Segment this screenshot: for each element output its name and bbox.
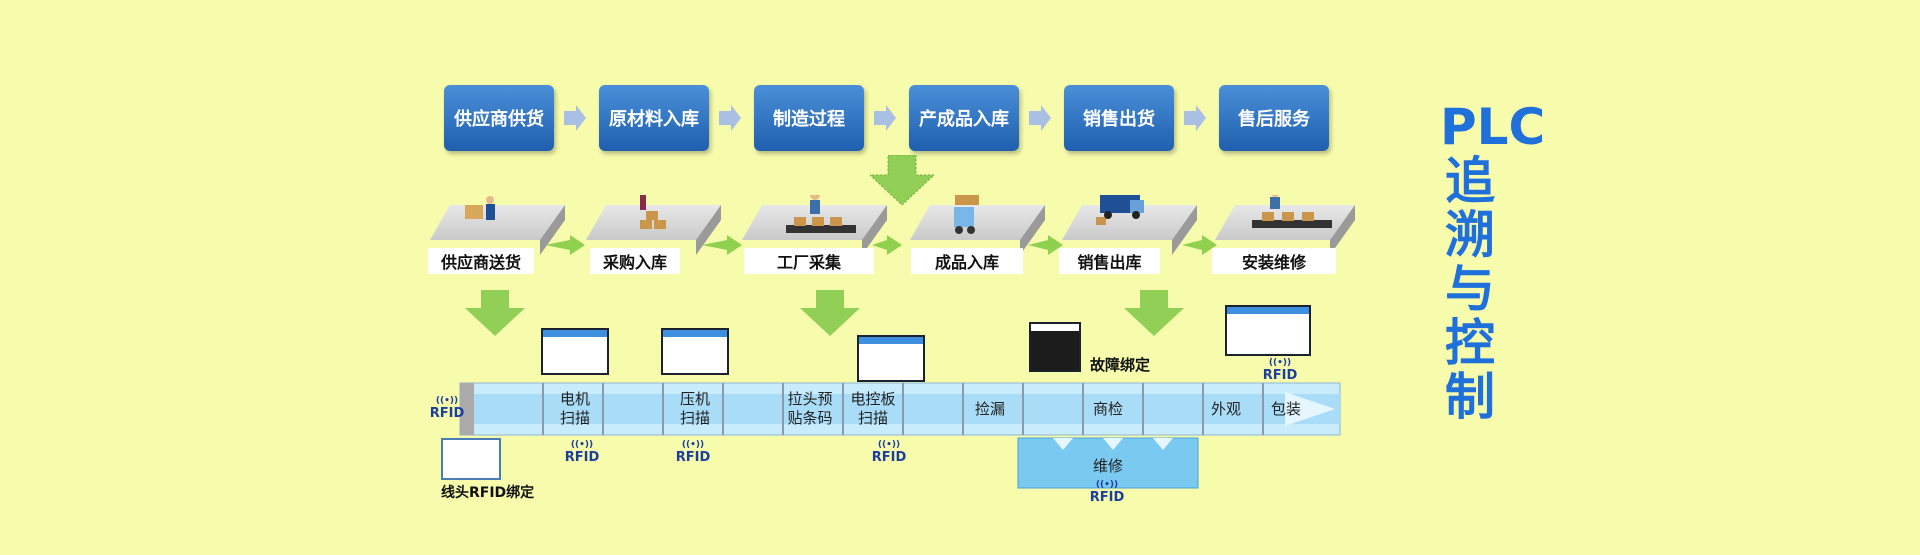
belt-label-board-scan: 电控板 扫描 <box>850 390 896 427</box>
rfid-icon: ((•))RFID <box>675 440 711 465</box>
rfid-icon: ((•))RFID <box>1089 480 1125 505</box>
page-title: PLC追溯与控制 <box>1440 98 1546 426</box>
fault-device-icon <box>1029 322 1081 372</box>
belt-label-appearance: 外观 <box>1210 400 1241 418</box>
down-arrow-icon <box>870 155 934 205</box>
rfid-icon: ((•))RFID <box>564 440 600 465</box>
platform-label-factory: 工厂采集 <box>744 248 874 274</box>
down-arrow-icon <box>465 290 525 336</box>
belt-label-compressor-scan: 压机 扫描 <box>679 390 710 427</box>
belt-label-leak: 捡漏 <box>974 400 1005 418</box>
belt-label-motor-scan: 电机 扫描 <box>559 390 590 427</box>
belt-label-pack: 包装 <box>1270 400 1301 418</box>
rfid-icon: ((•))RFID <box>429 396 465 421</box>
stage-after-sales: 售后服务 <box>1219 85 1329 151</box>
stage-sales: 销售出货 <box>1064 85 1174 151</box>
belt-label-pull-head: 拉头预 贴条码 <box>787 390 833 427</box>
platform-label-supplier-delivery: 供应商送货 <box>428 248 534 274</box>
down-arrow-icon <box>800 290 860 336</box>
stage-manufacturing: 制造过程 <box>754 85 864 151</box>
rfid-icon: ((•))RFID <box>1262 358 1298 383</box>
belt-label-inspect: 商检 <box>1092 400 1123 418</box>
down-arrow-icon <box>1124 290 1184 336</box>
chevron-arrow-icon <box>874 105 896 131</box>
line-head-rfid-label: 线头RFID绑定 <box>441 485 535 501</box>
chevron-arrow-icon <box>564 105 586 131</box>
stage-supplier: 供应商供货 <box>444 85 554 151</box>
conveyor-belt <box>459 382 1341 489</box>
chevron-arrow-icon <box>1184 105 1206 131</box>
stage-raw-material: 原材料入库 <box>599 85 709 151</box>
chevron-arrow-icon <box>719 105 741 131</box>
rfid-icon: ((•))RFID <box>871 440 907 465</box>
screen-thumbnail <box>1225 305 1311 356</box>
platform-label-install-repair: 安装维修 <box>1212 248 1336 274</box>
fault-binding-label: 故障绑定 <box>1090 356 1151 374</box>
line-head-device-icon <box>441 438 501 480</box>
platform-label-finished-in: 成品入库 <box>911 248 1023 274</box>
screen-thumbnail <box>857 335 925 382</box>
screen-thumbnail <box>541 328 609 375</box>
platform-label-sales-out: 销售出库 <box>1059 248 1160 274</box>
platform-label-purchase-in: 采购入库 <box>590 248 680 274</box>
chevron-arrow-icon <box>1029 105 1051 131</box>
stage-finished-goods: 产成品入库 <box>909 85 1019 151</box>
screen-thumbnail <box>661 328 729 375</box>
belt-label-repair: 维修 <box>1092 457 1123 475</box>
platforms-graphic <box>430 195 1355 255</box>
